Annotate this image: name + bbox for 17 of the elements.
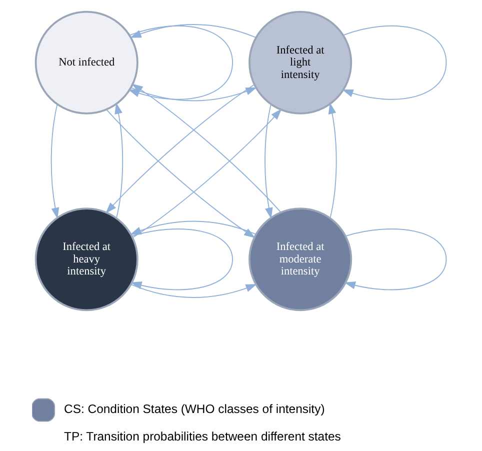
- arrow: [264, 104, 273, 219]
- arrow: [132, 84, 282, 213]
- arrow: [130, 87, 258, 102]
- arrow: [328, 102, 337, 219]
- arrow: [106, 109, 256, 238]
- arrow: [342, 25, 447, 100]
- arrow: [130, 284, 258, 298]
- arrow: [130, 220, 256, 235]
- arrow: [106, 84, 255, 214]
- arrow: [50, 104, 60, 219]
- legend-label: TP: Transition probabilities between different states: [64, 430, 341, 444]
- arrow: [130, 24, 256, 38]
- arrow: [130, 228, 233, 290]
- arrow: [132, 108, 282, 238]
- arrow: [114, 102, 124, 219]
- arrow: [344, 228, 447, 290]
- legend-label: CS: Condition States (WHO classes of intensity): [64, 402, 325, 416]
